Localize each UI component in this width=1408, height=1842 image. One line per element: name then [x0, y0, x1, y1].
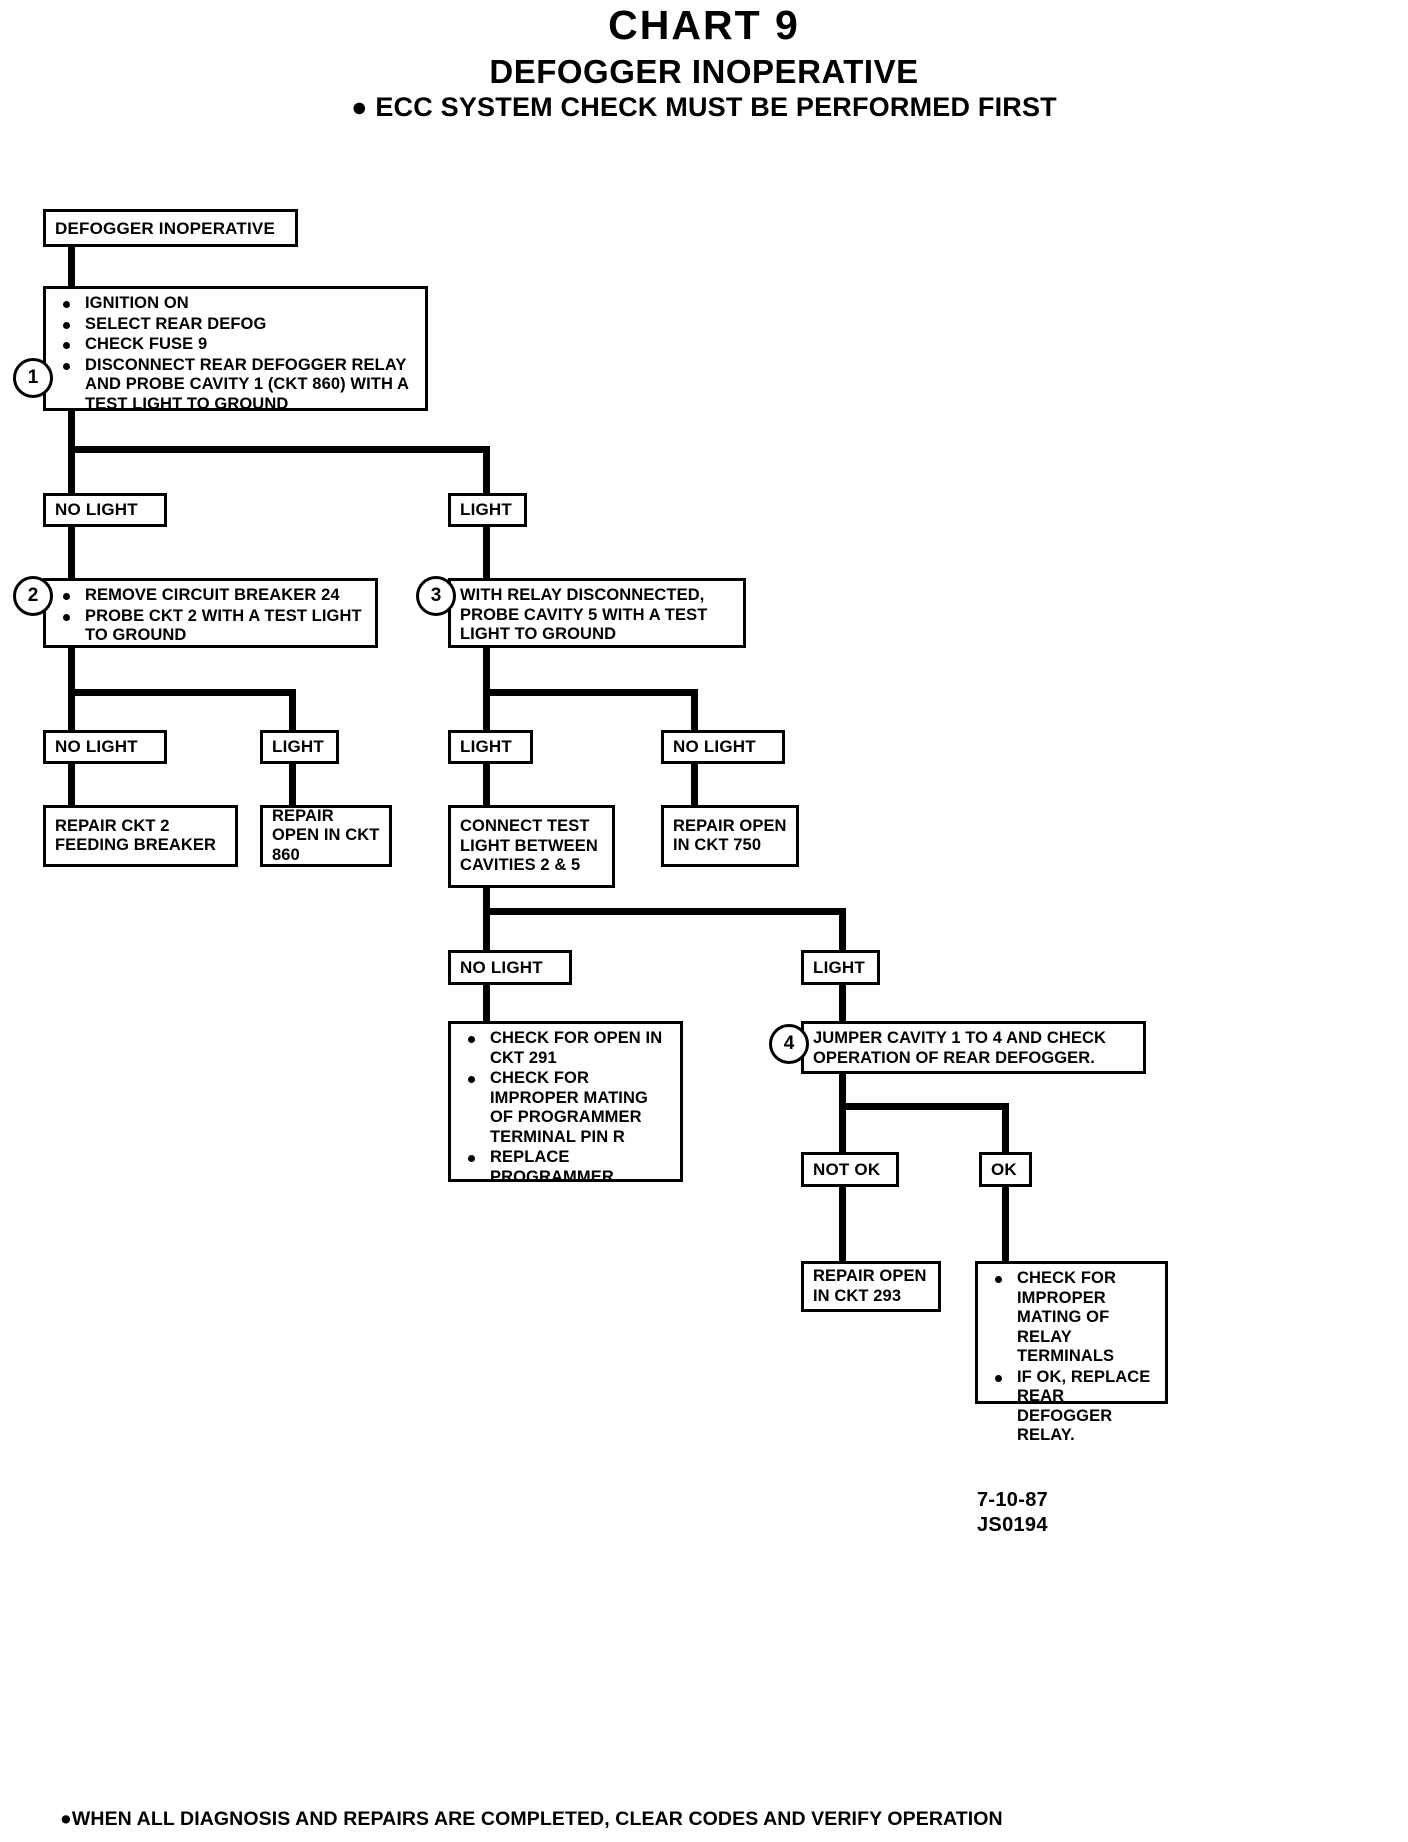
step-marker-4: 4 [769, 1024, 809, 1064]
branch-light-1: LIGHT [448, 493, 527, 527]
connector-split-left-down [68, 446, 75, 496]
node-step-2-list: REMOVE CIRCUIT BREAKER 24 PROBE CKT 2 WI… [55, 586, 367, 647]
node-step-1-list: IGNITION ON SELECT REAR DEFOG CHECK FUSE… [55, 294, 417, 415]
step-marker-2: 2 [13, 576, 53, 616]
step-marker-1-label: 1 [27, 367, 39, 388]
branch-no-light-2: NO LIGHT [43, 730, 167, 764]
list-item: PROBE CKT 2 WITH A TEST LIGHT TO GROUND [55, 607, 367, 646]
node-repair-open-293: REPAIR OPEN IN CKT 293 [801, 1261, 941, 1312]
connector-light1-to-step3 [483, 527, 490, 579]
list-item: REMOVE CIRCUIT BREAKER 24 [55, 586, 367, 606]
node-repair-open-750: REPAIR OPEN IN CKT 750 [661, 805, 799, 867]
connector-step4-down [839, 1074, 846, 1154]
page-title: CHART 9 [608, 2, 800, 48]
step-marker-3: 3 [416, 576, 456, 616]
list-item: CHECK FOR OPEN IN CKT 291 [460, 1029, 672, 1068]
node-repair-open-860-text: REPAIR OPEN IN CKT 860 [272, 806, 380, 864]
list-item: IF OK, REPLACE REAR DEFOGGER RELAY. [987, 1368, 1157, 1446]
branch-light-2-label: LIGHT [272, 737, 324, 756]
connector-ok-down [1002, 1187, 1009, 1264]
branch-light-3-label: LIGHT [460, 737, 512, 756]
branch-no-light-4: NO LIGHT [448, 950, 572, 985]
connector-step1-down [68, 411, 75, 452]
list-item: CHECK FOR IMPROPER MATING OF RELAY TERMI… [987, 1269, 1157, 1367]
branch-no-light-1-label: NO LIGHT [55, 500, 138, 519]
node-step-3: WITH RELAY DISCONNECTED, PROBE CAVITY 5 … [448, 578, 746, 648]
node-check-relay: CHECK FOR IMPROPER MATING OF RELAY TERMI… [975, 1261, 1168, 1444]
connector-notOk-down [839, 1187, 846, 1264]
branch-light-1-label: LIGHT [460, 500, 512, 519]
node-connect-test-light-text: CONNECT TEST LIGHT BETWEEN CAVITIES 2 & … [460, 817, 598, 875]
branch-not-ok-label: NOT OK [813, 1159, 881, 1179]
list-item: CHECK FOR IMPROPER MATING OF PROGRAMMER … [460, 1069, 672, 1147]
connector-connectTest-split-horizontal [483, 908, 846, 915]
connector-noLight2-down [68, 764, 75, 808]
branch-light-3: LIGHT [448, 730, 533, 764]
connector-split-right-down [483, 446, 490, 496]
connector-step4-split-right-down [1002, 1103, 1009, 1154]
connector-start-to-step1 [68, 247, 75, 286]
node-step-3-text: WITH RELAY DISCONNECTED, PROBE CAVITY 5 … [460, 586, 708, 643]
connector-step3-split-right-down [691, 689, 698, 733]
list-item: SELECT REAR DEFOG [55, 315, 417, 335]
page-subtitle-note: ● ECC SYSTEM CHECK MUST BE PERFORMED FIR… [351, 92, 1057, 122]
connector-noLight3-down [691, 764, 698, 808]
node-connect-test-light: CONNECT TEST LIGHT BETWEEN CAVITIES 2 & … [448, 805, 615, 888]
branch-ok: OK [979, 1152, 1032, 1187]
branch-no-light-1: NO LIGHT [43, 493, 167, 527]
node-repair-open-293-text: REPAIR OPEN IN CKT 293 [813, 1267, 927, 1305]
page-subtitle: DEFOGGER INOPERATIVE [489, 53, 919, 90]
connector-noLight1-to-step2 [68, 527, 75, 579]
node-repair-open-750-text: REPAIR OPEN IN CKT 750 [673, 816, 787, 855]
footer-date: 7-10-87 [977, 1489, 1049, 1511]
connector-step2-split-horizontal [68, 689, 296, 696]
node-step-4: JUMPER CAVITY 1 TO 4 AND CHECK OPERATION… [801, 1021, 1146, 1074]
connector-light3-down [483, 764, 490, 808]
node-check-relay-list: CHECK FOR IMPROPER MATING OF RELAY TERMI… [987, 1269, 1157, 1447]
branch-no-light-3-label: NO LIGHT [673, 737, 756, 756]
step-marker-2-label: 2 [27, 585, 39, 606]
node-start-label: DEFOGGER INOPERATIVE [55, 218, 275, 238]
branch-ok-label: OK [991, 1159, 1017, 1179]
branch-not-ok: NOT OK [801, 1152, 899, 1187]
node-repair-open-860: REPAIR OPEN IN CKT 860 [260, 805, 392, 867]
branch-no-light-2-label: NO LIGHT [55, 737, 138, 756]
step-marker-3-label: 3 [430, 585, 442, 606]
footer-note: ●WHEN ALL DIAGNOSIS AND REPAIRS ARE COMP… [60, 1808, 1003, 1830]
node-step-1: IGNITION ON SELECT REAR DEFOG CHECK FUSE… [43, 286, 428, 413]
list-item: CHECK FUSE 9 [55, 335, 417, 355]
connector-step1-split-horizontal [68, 446, 490, 453]
list-item: IGNITION ON [55, 294, 417, 314]
connector-step3-split-horizontal [483, 689, 698, 696]
node-start: DEFOGGER INOPERATIVE [43, 209, 298, 247]
node-repair-ckt2: REPAIR CKT 2 FEEDING BREAKER [43, 805, 238, 867]
branch-light-2: LIGHT [260, 730, 339, 764]
list-item: DISCONNECT REAR DEFOGGER RELAY AND PROBE… [55, 356, 417, 415]
connector-connectTest-down [483, 888, 490, 968]
node-check-open-291-list: CHECK FOR OPEN IN CKT 291 CHECK FOR IMPR… [460, 1029, 672, 1188]
branch-no-light-3: NO LIGHT [661, 730, 785, 764]
connector-noLight4-down [483, 985, 490, 1024]
node-check-open-291: CHECK FOR OPEN IN CKT 291 CHECK FOR IMPR… [448, 1021, 683, 1186]
connector-light2-down [289, 764, 296, 808]
step-marker-1: 1 [13, 358, 53, 398]
list-item: REPLACE PROGRAMMER. [460, 1148, 672, 1187]
node-repair-ckt2-text: REPAIR CKT 2 FEEDING BREAKER [55, 816, 217, 855]
node-step-2: REMOVE CIRCUIT BREAKER 24 PROBE CKT 2 WI… [43, 578, 378, 648]
branch-light-4-label: LIGHT [813, 957, 865, 977]
node-step-4-text: JUMPER CAVITY 1 TO 4 AND CHECK OPERATION… [813, 1029, 1107, 1067]
connector-step2-split-right-down [289, 689, 296, 733]
connector-step4-split-horizontal [839, 1103, 1009, 1110]
step-marker-4-label: 4 [783, 1033, 795, 1054]
footer-code: JS0194 [977, 1514, 1048, 1536]
connector-connectTest-split-right-down [839, 908, 846, 968]
branch-light-4: LIGHT [801, 950, 880, 985]
connector-light4-down [839, 985, 846, 1024]
branch-no-light-4-label: NO LIGHT [460, 957, 543, 977]
